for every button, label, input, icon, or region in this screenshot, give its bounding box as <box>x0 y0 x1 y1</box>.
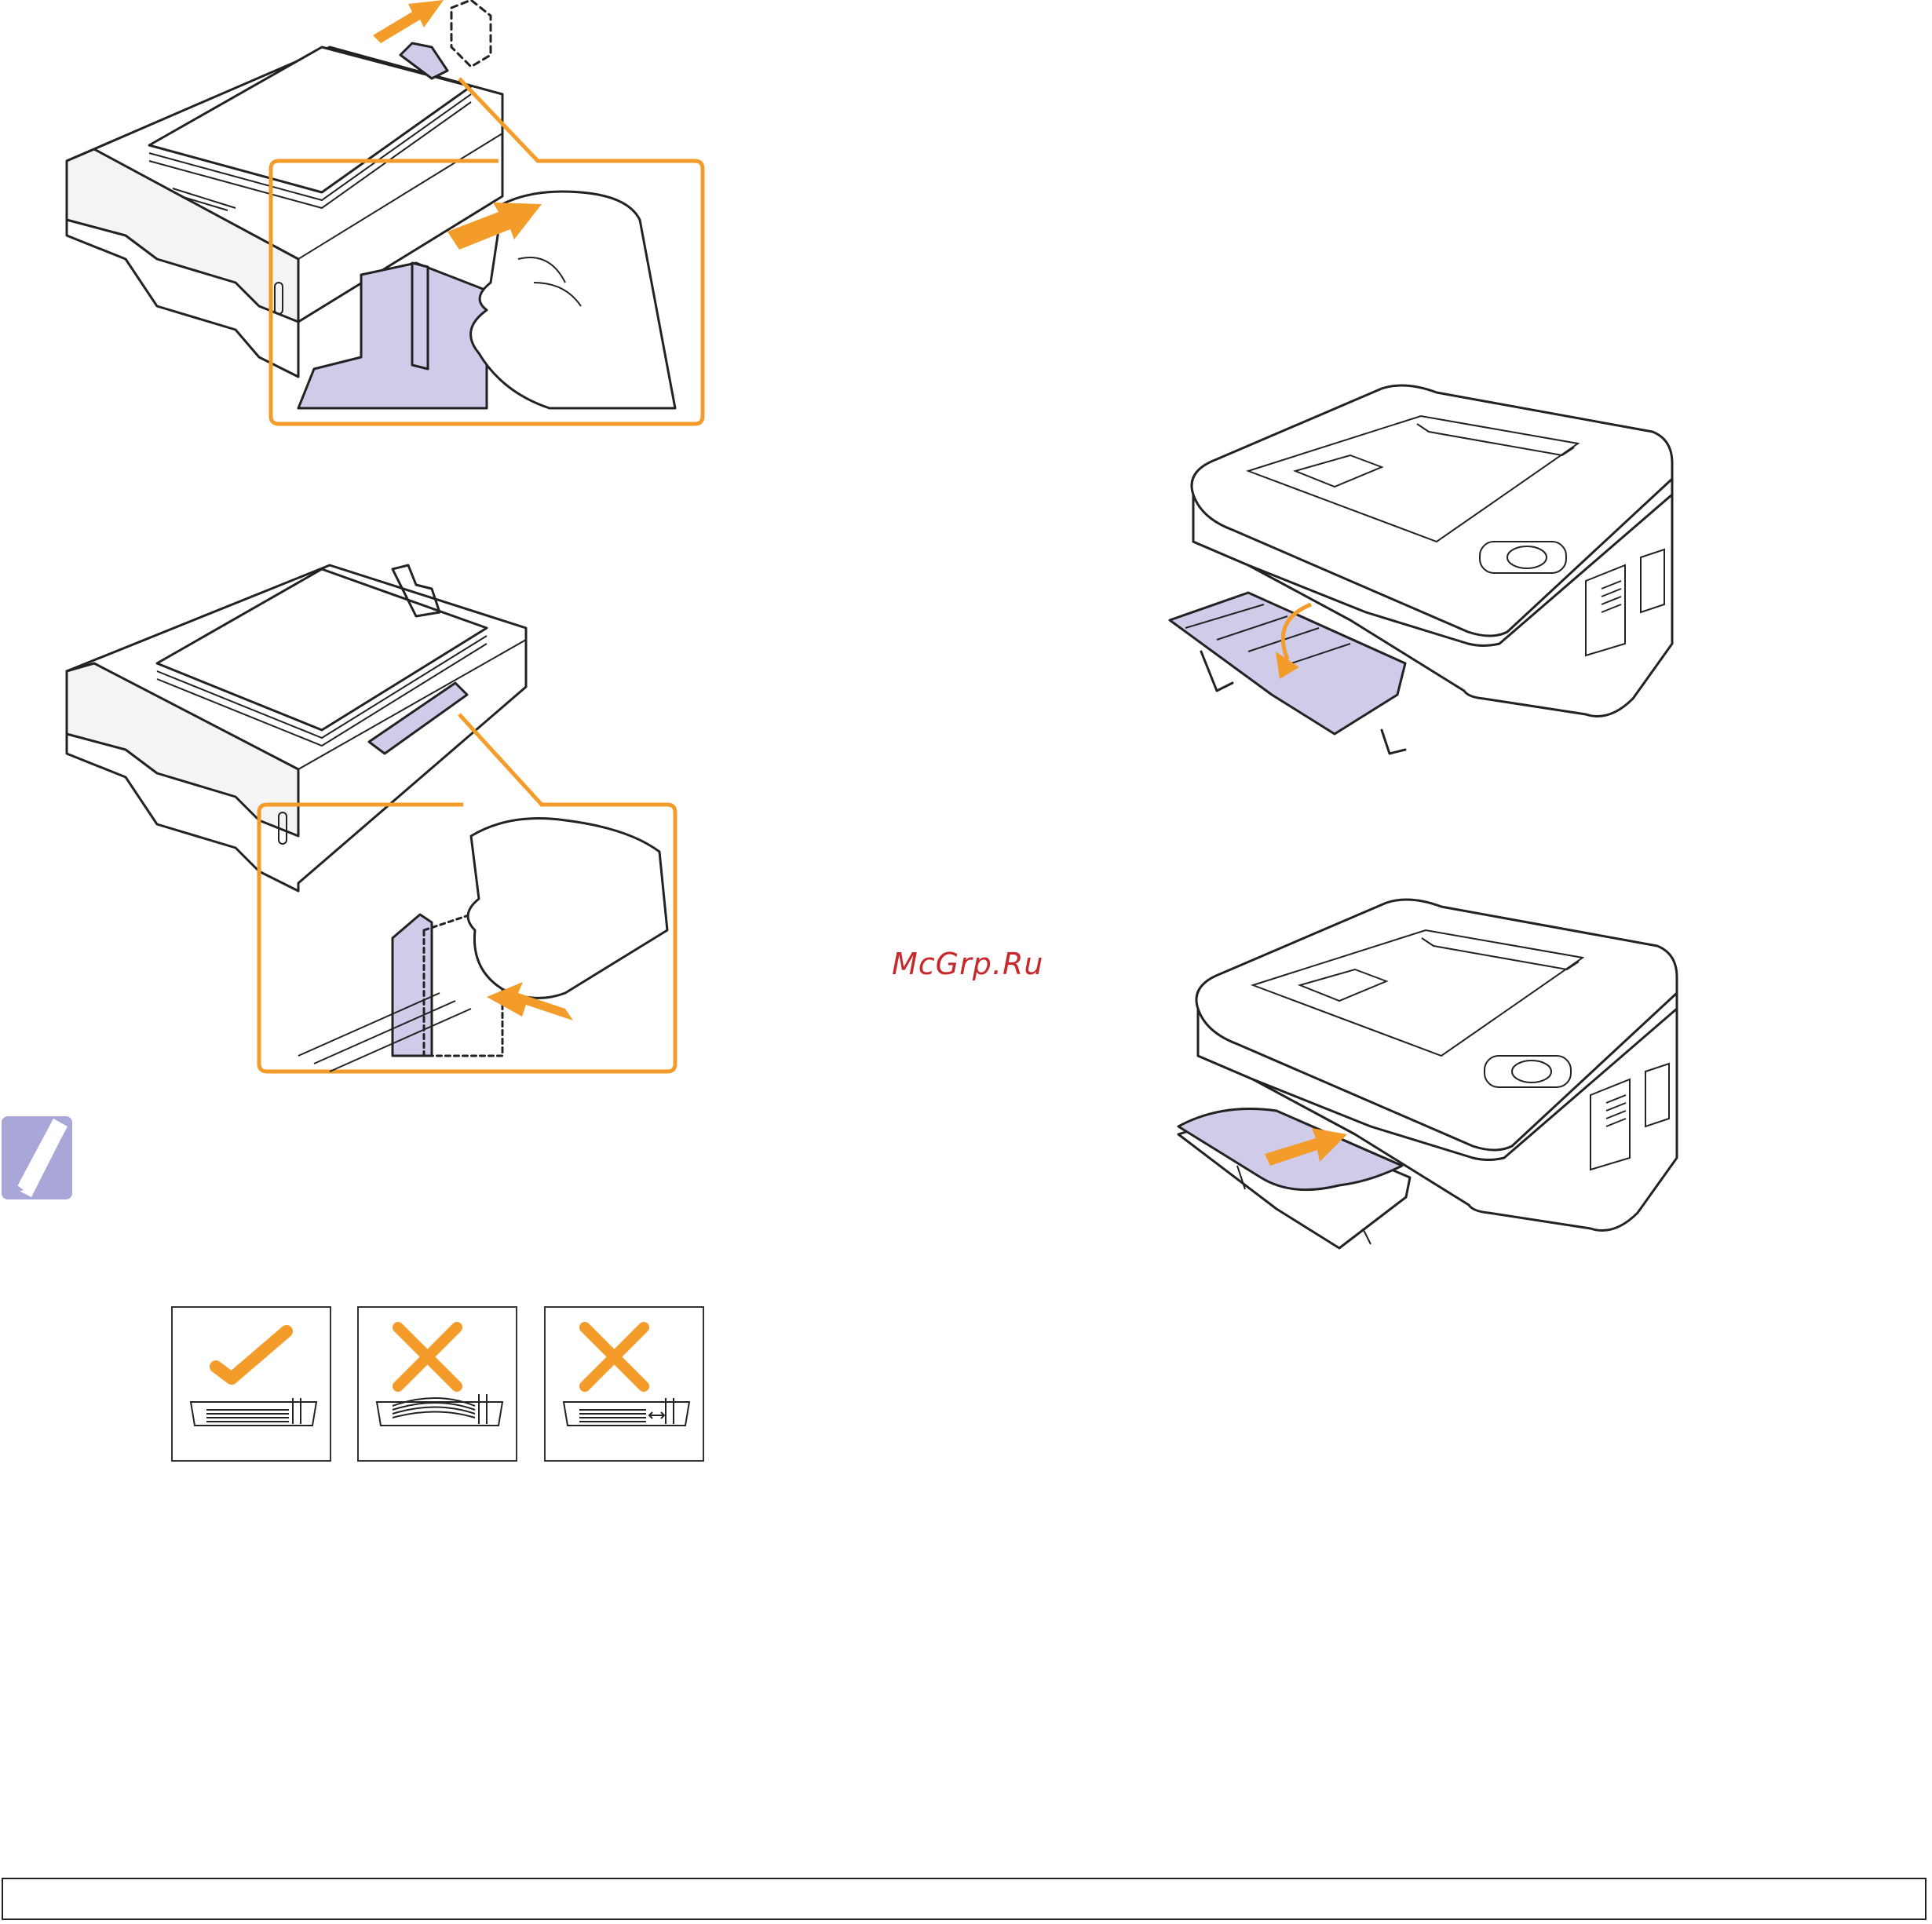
tray-rear-guide-illustration <box>63 0 707 432</box>
cross-mark-icon <box>573 1323 659 1386</box>
loading-example-incorrect-curled <box>357 1306 517 1462</box>
tray-side-guide-illustration <box>63 553 707 1072</box>
printer-manual-tray-insert-illustration <box>1174 899 1685 1315</box>
cross-mark-icon <box>386 1323 473 1386</box>
printer-manual-tray-open-illustration <box>1170 385 1680 801</box>
loading-example-correct <box>171 1306 331 1462</box>
note-pencil-icon <box>0 1115 74 1201</box>
check-mark-icon <box>208 1323 294 1386</box>
paper-tray-mini-icon <box>187 1394 320 1433</box>
watermark: McGrp.Ru <box>892 944 1065 984</box>
paper-tray-mini-icon <box>560 1394 693 1433</box>
paper-tray-mini-icon <box>373 1386 506 1433</box>
loading-example-incorrect-loose <box>544 1306 704 1462</box>
page-footer-frame <box>2 1878 1927 1920</box>
